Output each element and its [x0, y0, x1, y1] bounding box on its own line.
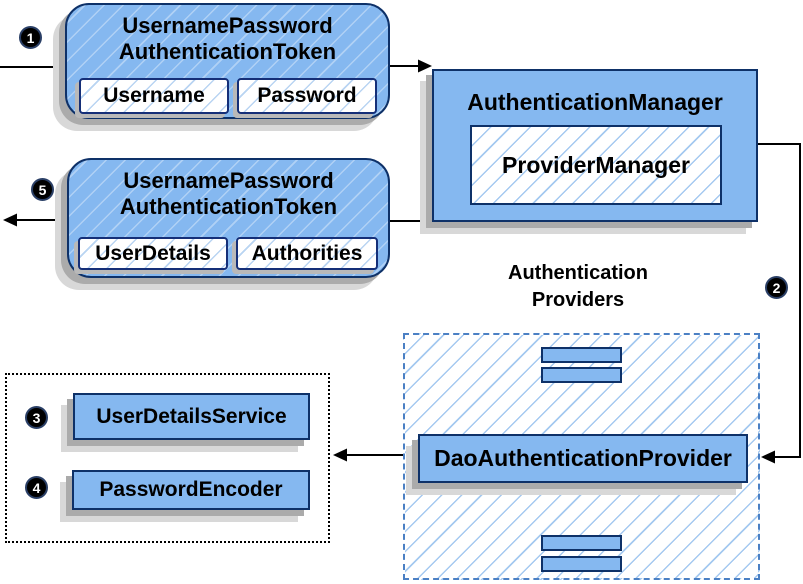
- authentication-manager-box: AuthenticationManager ProviderManager: [432, 69, 758, 222]
- password-encoder-box: PasswordEncoder: [72, 470, 310, 510]
- authorities-field-box: Authorities: [236, 237, 378, 270]
- step-4-number: 4: [32, 479, 41, 496]
- authorities-field-label: Authorities: [251, 241, 363, 265]
- provider-stack-bar: [541, 367, 622, 383]
- authentication-providers-label-line2: Providers: [531, 289, 625, 311]
- authentication-providers-label-line1: Authentication: [508, 262, 648, 284]
- step-3-number: 3: [32, 409, 41, 426]
- step-3-badge: 3: [25, 406, 48, 429]
- username-field-box: Username: [79, 78, 229, 114]
- step-2-badge: 2: [765, 276, 788, 299]
- user-details-service-box: UserDetailsService: [73, 393, 310, 440]
- dao-authentication-provider-label: DaoAuthenticationProvider: [434, 445, 732, 471]
- token-response-title-line1: UsernamePassword: [123, 168, 334, 193]
- provider-manager-label: ProviderManager: [502, 151, 690, 178]
- step-1-badge: 1: [19, 26, 42, 49]
- username-field-label: Username: [103, 84, 205, 107]
- username-password-token-response: UsernamePassword AuthenticationToken Use…: [67, 158, 390, 278]
- password-field-box: Password: [237, 78, 377, 114]
- provider-stack-bar: [541, 556, 622, 572]
- password-encoder-label: PasswordEncoder: [99, 478, 283, 501]
- step-1-number: 1: [26, 29, 35, 46]
- token-response-title-line2: AuthenticationToken: [119, 194, 338, 219]
- password-field-label: Password: [257, 84, 357, 107]
- username-password-token-request: UsernamePassword AuthenticationToken Use…: [65, 3, 390, 119]
- step-5-number: 5: [38, 181, 47, 198]
- provider-manager-box: ProviderManager: [470, 125, 722, 205]
- authentication-providers-label: Authentication Providers: [453, 260, 703, 314]
- provider-stack-bar: [541, 535, 622, 551]
- dao-authentication-provider-box: DaoAuthenticationProvider: [418, 434, 748, 483]
- token-request-title-line2: AuthenticationToken: [118, 39, 337, 64]
- token-response-title: UsernamePassword AuthenticationToken: [69, 160, 388, 220]
- token-request-title: UsernamePassword AuthenticationToken: [67, 5, 388, 65]
- token-request-title-line1: UsernamePassword: [122, 13, 333, 38]
- step-4-badge: 4: [25, 476, 48, 499]
- step2-manager-to-provider-connector: [758, 143, 801, 464]
- user-details-field-label: UserDetails: [95, 241, 211, 265]
- user-details-service-label: UserDetailsService: [96, 404, 287, 428]
- step-5-badge: 5: [31, 178, 54, 201]
- authentication-manager-title: AuthenticationManager: [467, 89, 723, 115]
- step-2-number: 2: [772, 279, 781, 296]
- user-details-field-box: UserDetails: [78, 237, 228, 270]
- provider-stack-bar: [541, 347, 622, 363]
